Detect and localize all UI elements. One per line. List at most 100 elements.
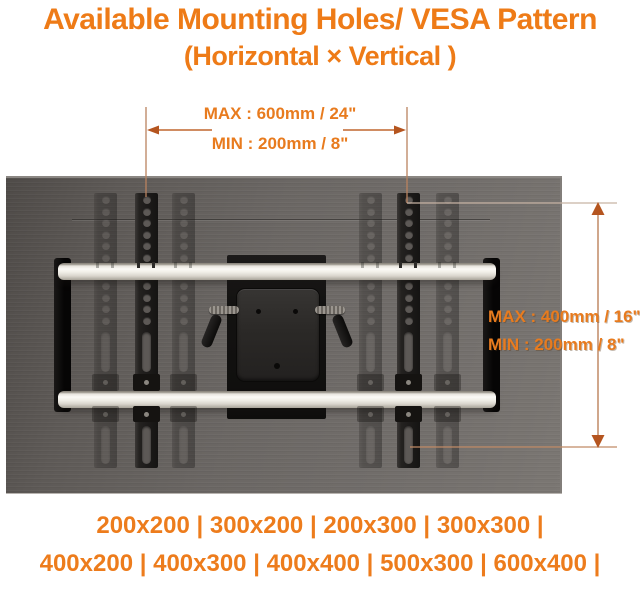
rail-hole [443, 242, 452, 250]
vesa-size-list-line-1: 200x200 | 300x200 | 200x300 | 300x300 | [96, 512, 544, 539]
horizontal-min-label: MIN : 200mm / 8" [211, 134, 349, 153]
rail-hole [366, 316, 375, 325]
clamp-screw [444, 411, 450, 417]
rail-clamp [394, 374, 422, 391]
rail-hole [142, 242, 151, 250]
rail-clamp [132, 374, 160, 391]
frame-cap-right [483, 258, 500, 412]
rail-clamp [433, 406, 461, 422]
rail-hole [179, 230, 188, 239]
rail-hole [443, 253, 452, 262]
rail-slot [141, 426, 151, 464]
rail-hole [101, 293, 110, 302]
rail-hole [179, 282, 188, 290]
bar-notch [453, 262, 456, 268]
frame-cap-left [54, 258, 71, 412]
rail-clamp [91, 406, 119, 422]
rail-hole [101, 242, 110, 250]
rail-hole [404, 305, 413, 313]
bar-notch [361, 262, 364, 268]
rail-hole [404, 282, 413, 290]
rail-hole [366, 282, 375, 290]
rail-hole [101, 207, 110, 216]
rail-clamp [169, 406, 197, 422]
plate-screw-hole [256, 309, 261, 314]
rail-hole [142, 316, 151, 325]
plate-screw-hole [293, 309, 298, 314]
rail-hole [101, 316, 110, 325]
rail-hole [101, 253, 110, 262]
page-subtitle: (Horizontal × Vertical ) [183, 41, 457, 71]
rail-hole [142, 305, 151, 313]
bar-notch [189, 262, 192, 268]
plate-screw-hole [274, 363, 280, 369]
clamp-screw [367, 380, 373, 385]
rail-slot [365, 332, 375, 372]
rail-clamp [433, 374, 461, 391]
rail-slot [141, 332, 151, 372]
rail-slot [403, 426, 413, 464]
clip-pin-right [315, 306, 345, 314]
bar-notch [152, 262, 155, 268]
rail-hole [101, 219, 110, 227]
rail-slot [442, 426, 452, 464]
rail-slot [178, 332, 188, 372]
rail-hole [443, 230, 452, 239]
rail-hole [404, 219, 413, 227]
rail-hole [179, 293, 188, 302]
rail-hole [366, 207, 375, 216]
rail-hole [142, 219, 151, 227]
rail-hole [443, 316, 452, 325]
clamp-screw [180, 411, 186, 417]
rail-hole [366, 293, 375, 302]
rail-hole [366, 253, 375, 262]
rail-slot [178, 426, 188, 464]
rail-hole [366, 196, 375, 204]
rail-hole [179, 316, 188, 325]
vesa-size-list-line-2: 400x200 | 400x300 | 400x400 | 500x300 | … [39, 550, 601, 577]
page-title: Available Mounting Holes/ VESA Pattern [43, 3, 597, 36]
rail-hole [101, 282, 110, 290]
rail-slot [403, 332, 413, 372]
rail-hole [443, 305, 452, 313]
clamp-screw [180, 380, 186, 385]
bar-notch [174, 262, 177, 268]
rail-hole [142, 282, 151, 290]
rail-clamp [169, 374, 197, 391]
clamp-screw [102, 411, 108, 417]
rail-hole [404, 230, 413, 239]
clamp-screw [102, 380, 108, 385]
bar-notch [399, 262, 402, 268]
rail-hole [101, 305, 110, 313]
rail-hole [366, 230, 375, 239]
bar-notch [137, 262, 140, 268]
bar-notch [414, 262, 417, 268]
bar-notch [438, 262, 441, 268]
rail-hole [179, 207, 188, 216]
rail-hole [142, 207, 151, 216]
rail-hole [366, 242, 375, 250]
rail-hole [366, 219, 375, 227]
rail-hole [443, 282, 452, 290]
rail-hole [179, 219, 188, 227]
rail-hole [179, 305, 188, 313]
rail-slot [100, 332, 110, 372]
bar-notch [376, 262, 379, 268]
rail-hole [179, 253, 188, 262]
rail-hole [404, 207, 413, 216]
panel-scratch-line [72, 219, 490, 220]
rail-clamp [356, 374, 384, 391]
crossbar-bottom [58, 391, 496, 408]
bar-notch [111, 262, 114, 268]
rail-clamp [394, 406, 422, 422]
rail-hole [142, 293, 151, 302]
clamp-screw [405, 411, 411, 417]
clamp-screw [143, 411, 149, 417]
rail-hole [404, 293, 413, 302]
rail-clamp [356, 406, 384, 422]
rail-hole [142, 196, 151, 204]
horizontal-max-label: MAX : 600mm / 24" [203, 104, 357, 123]
clamp-screw [405, 380, 411, 385]
rail-hole [404, 316, 413, 325]
